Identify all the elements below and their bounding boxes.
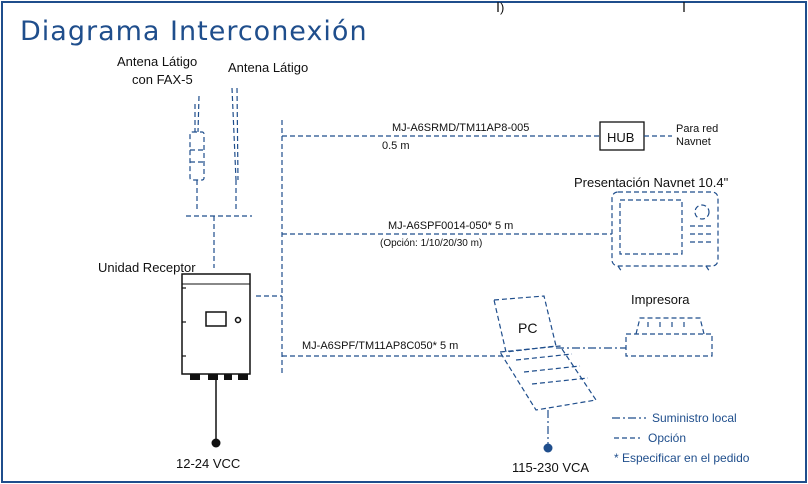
display-cable-option: (Opción: 1/10/20/30 m) [380, 238, 483, 249]
antenna-fax-label-line1: Antena Látigo [117, 54, 198, 69]
legend-order-note: * Especificar en el pedido [614, 451, 750, 465]
antenna-fax-label-line2: con FAX-5 [132, 72, 193, 87]
pc-label: PC [518, 320, 538, 336]
pc-power-label: 115-230 VCA [512, 460, 590, 475]
hub-cable-length: 0.5 m [382, 140, 410, 152]
hub-label: HUB [607, 130, 635, 145]
legend-local-supply: Suministro local [652, 411, 737, 425]
printer-label: Impresora [631, 292, 690, 307]
pc-cable-label: MJ-A6SPF/TM11AP8C050* 5 m [302, 340, 459, 352]
legend-option: Opción [648, 431, 687, 445]
hub-network-label-line1: Para red [676, 123, 719, 135]
whip-antenna-icon [231, 87, 239, 212]
hub-cable-label: MJ-A6SRMD/TM11AP8-005 [392, 122, 530, 134]
receiver-power-label: 12-24 VCC [176, 456, 241, 471]
receiver-unit-icon [181, 273, 251, 380]
whip-antenna-fax-icon [189, 95, 205, 212]
receiver-label: Unidad Receptor [98, 260, 196, 275]
printer-icon [625, 317, 713, 357]
page-title: Diagrama Interconexión [20, 16, 368, 47]
top-bracket-open: ) [500, 0, 505, 15]
receiver-power-dot [211, 438, 221, 448]
hub-box [599, 121, 645, 151]
display-label: Presentación Navnet 10.4" [574, 175, 729, 190]
laptop-pc-icon [493, 295, 598, 411]
antenna-whip-label: Antena Látigo [228, 60, 309, 75]
navnet-display-icon [611, 191, 719, 273]
display-cable-label: MJ-A6SPF0014-050* 5 m [388, 220, 514, 232]
pc-power-dot [543, 443, 553, 453]
hub-network-label-line2: Navnet [676, 136, 711, 148]
